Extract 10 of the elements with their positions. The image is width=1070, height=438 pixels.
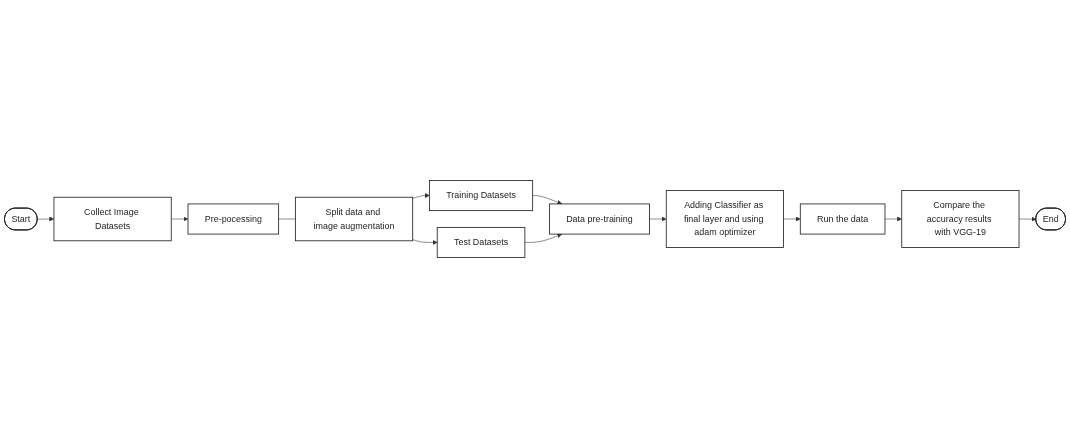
node-box: Pre-pocessing [187,203,280,235]
node-box: Training Datasets [429,180,534,212]
connector [278,218,296,220]
node-box: Adding Classifier as final layer and using adam optimizer [665,190,784,248]
node-box: Test Datasets [436,226,526,258]
node-box: Split data and image augmentation [294,196,414,242]
node-box: Run the data [799,203,886,235]
node-box: Compare the accuracy results with VGG-19 [901,190,1020,248]
node-box: Data pre-training [549,203,650,235]
node-box: Collect Image Datasets [53,196,172,242]
